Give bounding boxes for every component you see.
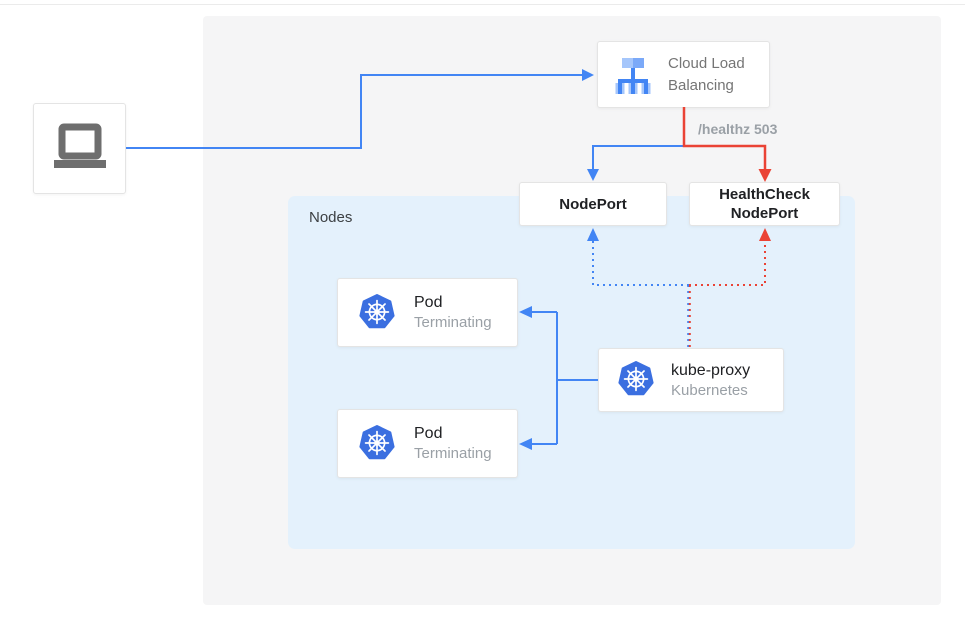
pod-status: Terminating [414, 314, 492, 331]
pod-terminating-box-1: Pod Terminating [337, 278, 518, 347]
laptop-icon [53, 123, 106, 168]
cloud-load-balancing-icon [615, 57, 651, 94]
top-divider [0, 4, 965, 5]
kube-proxy-title: kube-proxy [671, 361, 751, 379]
kubernetes-icon [359, 424, 395, 459]
kube-proxy-subtitle: Kubernetes [671, 381, 748, 399]
cloud-load-balancing-label: Cloud Load Balancing [668, 54, 745, 94]
healthcheck-nodeport-label: HealthCheck NodePort [719, 185, 810, 223]
nodeport-box: NodePort [519, 182, 667, 226]
pod-title: Pod [414, 425, 443, 442]
kubernetes-icon [618, 361, 654, 396]
cloud-load-balancing-box: Cloud Load Balancing [597, 41, 770, 108]
pod-title: Pod [414, 294, 443, 311]
kubernetes-icon [359, 293, 395, 328]
healthz-status-label: /healthz 503 [698, 121, 778, 137]
nodes-group-label: Nodes [309, 209, 353, 226]
healthcheck-nodeport-box: HealthCheck NodePort [689, 182, 840, 226]
pod-terminating-box-2: Pod Terminating [337, 409, 518, 478]
nodeport-label: NodePort [559, 195, 627, 213]
client-laptop-box [33, 103, 126, 194]
pod-status: Terminating [414, 445, 492, 462]
kube-proxy-box: kube-proxy Kubernetes [598, 348, 784, 412]
